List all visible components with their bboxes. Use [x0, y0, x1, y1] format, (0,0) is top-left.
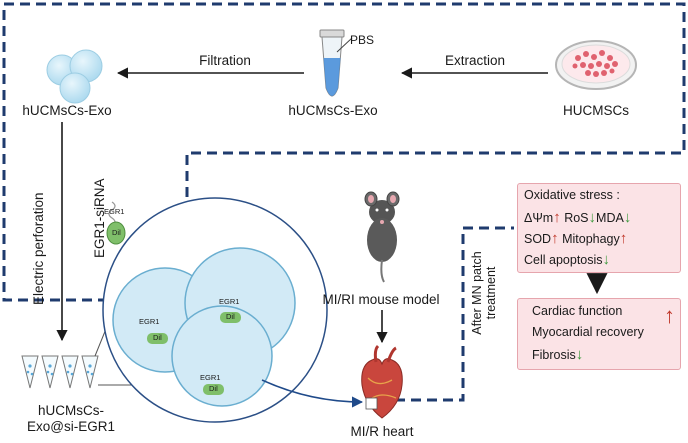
tall-up-arrow-icon: ↑	[664, 303, 675, 328]
arrow-up-icon: ↑	[619, 230, 628, 247]
treatment-label: After MN patch treatment	[470, 234, 499, 352]
oxidative-stress-title: Oxidative stress :	[524, 188, 620, 202]
mouse-model-label: MI/RI mouse model	[322, 292, 440, 307]
exosome-cluster-icon	[46, 49, 103, 104]
fibrosis-text: Fibrosis	[532, 348, 576, 362]
oxidative-stress-box	[517, 183, 681, 273]
arrow-up-icon: ↑	[553, 209, 561, 226]
ros-text: RoS	[564, 211, 589, 225]
exo-extracted-label: hUCMsCs-Exo	[288, 103, 378, 118]
small-egr1-label: EGR1	[104, 207, 125, 216]
sod-text: SOD	[524, 232, 552, 246]
membrane-potential-text: ΔΨm	[524, 211, 554, 225]
final-exo-line1: hUCMsCs-	[38, 403, 104, 418]
mouse-icon	[364, 191, 400, 283]
delivery-arrow	[261, 379, 364, 408]
arrow-up-icon: ↑	[551, 230, 559, 247]
vesicle-egr1-1: EGR1	[139, 317, 160, 326]
vesicle-egr1-3: EGR1	[200, 373, 221, 382]
cardiac-outcome-box	[517, 298, 681, 370]
arrow-down-icon: ↓	[588, 209, 597, 226]
treatment-line2: treatment	[484, 266, 499, 320]
heart-icon	[361, 344, 403, 419]
filtration-label: Filtration	[199, 53, 251, 68]
exosome-vesicles	[112, 247, 296, 407]
row-membrane-potential: ΔΨm↑ RoS↓MDA↓	[524, 209, 631, 226]
row-fibrosis: Fibrosis↓	[532, 346, 583, 363]
vesicle-egr1-2: EGR1	[219, 297, 240, 306]
mda-text: MDA	[596, 211, 624, 225]
arrow-down-icon: ↓	[602, 251, 611, 268]
exo-source-label: hUCMsCs-Exo	[22, 103, 112, 118]
egr1-sirna-label: EGR1-siRNA	[92, 178, 107, 258]
vesicle-dii-2: Dil	[220, 312, 241, 323]
cardiac-function-text: Cardiac function	[532, 304, 623, 318]
hucmscs-label: HUCMSCs	[563, 103, 629, 118]
dashed-connector-to-results	[379, 226, 514, 402]
petri-dish-icon	[555, 40, 637, 90]
vesicle-dii-1: Dil	[147, 333, 168, 344]
vesicle-dii-3: Dil	[203, 384, 224, 395]
treatment-line1: After MN patch	[470, 251, 484, 335]
electroporation-label: Electric perforation	[31, 192, 46, 305]
heart-label: MI/R heart	[350, 424, 414, 439]
final-exo-line2: Exo@si-EGR1	[27, 418, 115, 434]
extraction-label: Extraction	[444, 53, 506, 68]
arrow-down-icon: ↓	[575, 346, 584, 363]
final-exo-label: hUCMsCs- Exo@si-EGR1	[16, 403, 126, 434]
mitophagy-text: Mitophagy	[562, 232, 620, 246]
arrow-down-icon: ↓	[623, 209, 632, 226]
tube-rack-icon	[21, 355, 99, 389]
dashed-frame-border	[2, 2, 686, 302]
sirna-dii-icon	[106, 201, 126, 245]
pbs-label: PBS	[350, 33, 375, 47]
row-apoptosis: Cell apoptosis↓	[524, 251, 610, 268]
myocardial-recovery-text: Myocardial recovery	[532, 325, 644, 339]
small-dii-label: Dil	[112, 228, 121, 237]
row-sod-mitophagy: SOD↑ Mitophagy↑	[524, 230, 627, 247]
apoptosis-text: Cell apoptosis	[524, 253, 603, 267]
test-tube-icon	[319, 29, 353, 97]
